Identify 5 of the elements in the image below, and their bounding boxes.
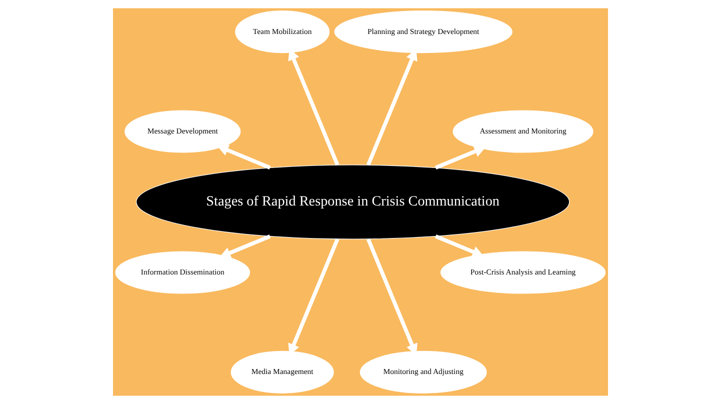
arrow (434, 146, 486, 170)
arrow (218, 234, 270, 258)
node-ellipse: Stages of Rapid Response in Crisis Communication (135, 164, 570, 240)
arrow (216, 144, 270, 170)
arrow (434, 234, 484, 258)
